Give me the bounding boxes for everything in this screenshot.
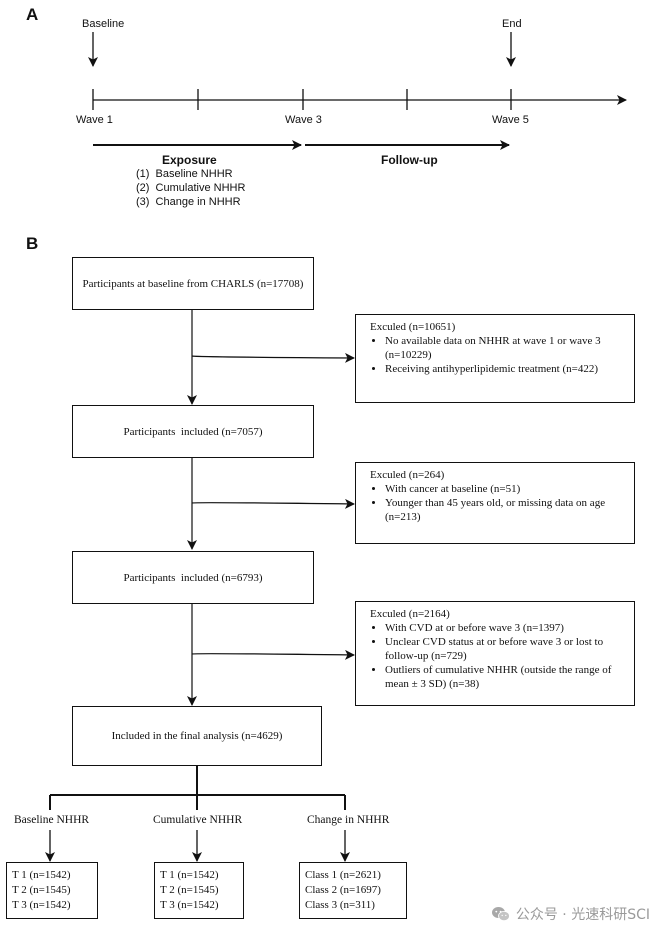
exclusion-3-item-3: Outliers of cumulative NHHR (outside the… [385,663,626,691]
group-label-cumulative: Cumulative NHHR [153,814,243,826]
exposure-item-1: (1) Baseline NHHR [136,168,233,180]
group-label-baseline: Baseline NHHR [14,814,90,826]
group-label-change: Change in NHHR [307,814,390,826]
group-1-line-1: T 1 (n=1542) [12,869,71,881]
exclusion-2-list: With cancer at baseline (n=51) Younger t… [370,482,626,524]
group-1-line-2: T 2 (n=1545) [12,884,71,896]
exclusion-3-item-2: Unclear CVD status at or before wave 3 o… [385,635,626,663]
exclusion-2-item-1: With cancer at baseline (n=51) [385,482,626,496]
exclusion-arrow-2 [191,498,355,509]
group-2-line-2: T 2 (n=1545) [160,884,219,896]
exclusion-box-1: Exculed (n=10651) No available data on N… [355,314,635,403]
wave-5-label: Wave 5 [492,114,529,126]
group-3-line-2: Class 2 (n=1697) [305,884,381,896]
group-2-line-1: T 1 (n=1542) [160,869,219,881]
wave-1-label: Wave 1 [76,114,113,126]
wechat-icon [491,907,510,921]
exposure-label: Exposure [162,153,217,167]
exclusion-1-list: No available data on NHHR at wave 1 or w… [370,334,626,376]
exclusion-1-item-1: No available data on NHHR at wave 1 or w… [385,334,626,362]
exclusion-arrow-1 [191,352,355,363]
exposure-item-2: (2) Cumulative NHHR [136,182,246,194]
step-box-baseline: Participants at baseline from CHARLS (n=… [72,257,314,310]
watermark: 公众号 · 光速科研SCI [491,904,650,924]
step-text-baseline: Participants at baseline from CHARLS (n=… [82,277,304,290]
exclusion-box-2: Exculed (n=264) With cancer at baseline … [355,462,635,544]
wave-3-label: Wave 3 [285,114,322,126]
panel-a-letter: A [26,5,39,24]
step-text-included-2: Participants included (n=6793) [123,571,263,584]
panel-b-letter: B [26,234,39,253]
group-2-line-3: T 3 (n=1542) [160,899,219,911]
group-3-line-1: Class 1 (n=2621) [305,869,381,881]
group-box-baseline: T 1 (n=1542) T 2 (n=1545) T 3 (n=1542) [6,862,98,919]
step-box-included-1: Participants included (n=7057) [72,405,314,458]
step-text-included-1: Participants included (n=7057) [123,425,263,438]
step-text-final: Included in the final analysis (n=4629) [111,730,283,742]
step-box-final: Included in the final analysis (n=4629) [72,706,322,766]
exclusion-3-head: Exculed (n=2164) [370,608,450,620]
exclusion-3-item-1: With CVD at or before wave 3 (n=1397) [385,621,626,635]
group-box-cumulative: T 1 (n=1542) T 2 (n=1545) T 3 (n=1542) [154,862,244,919]
watermark-text: 公众号 · 光速科研SCI [515,907,650,923]
followup-label: Follow-up [381,153,438,167]
exclusion-box-3: Exculed (n=2164) With CVD at or before w… [355,601,635,706]
group-1-line-3: T 3 (n=1542) [12,899,71,911]
exclusion-1-item-2: Receiving antihyperlipidemic treatment (… [385,362,626,376]
step-box-included-2: Participants included (n=6793) [72,551,314,604]
exclusion-2-item-2: Younger than 45 years old, or missing da… [385,496,626,524]
end-label: End [502,18,522,30]
baseline-label: Baseline [82,18,125,30]
exclusion-3-list: With CVD at or before wave 3 (n=1397) Un… [370,621,626,691]
exposure-item-3: (3) Change in NHHR [136,196,241,208]
group-3-line-3: Class 3 (n=311) [305,899,375,911]
exclusion-2-head: Exculed (n=264) [370,469,445,481]
exclusion-arrow-3 [191,649,355,660]
exclusion-1-head: Exculed (n=10651) [370,321,456,333]
group-box-change: Class 1 (n=2621) Class 2 (n=1697) Class … [299,862,407,919]
